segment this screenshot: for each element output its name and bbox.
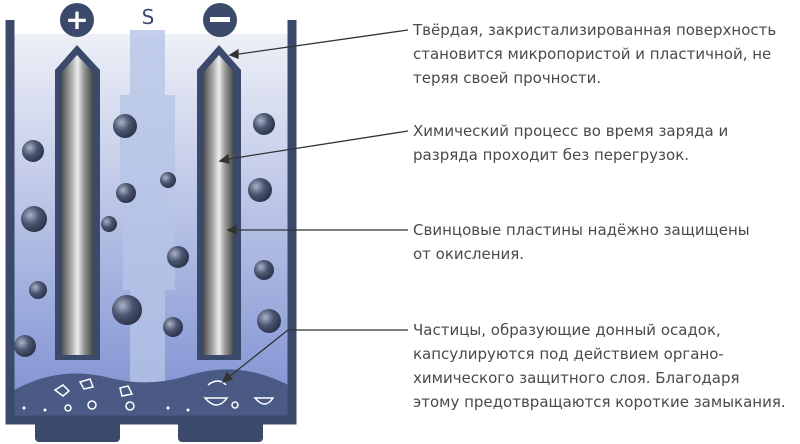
negative-plate — [197, 45, 241, 360]
callout-process: Химический процесс во время заряда и раз… — [413, 122, 729, 164]
plus-icon: + — [65, 3, 88, 36]
callout-sediment: Частицы, образующие донный осадок, капсу… — [413, 321, 786, 411]
particles — [14, 113, 281, 357]
positive-terminal — [60, 3, 94, 37]
separator-label: S — [142, 5, 155, 29]
minus-icon — [210, 17, 230, 22]
callout-plates: Свинцовые пластины надёжно защищены от о… — [413, 221, 750, 263]
container — [5, 20, 297, 425]
leader-lines — [218, 29, 409, 384]
foot-left — [35, 420, 120, 442]
positive-plate — [55, 45, 100, 360]
callout-surface: Твёрдая, закристализированная поверхност… — [413, 21, 777, 87]
foot-right — [178, 420, 263, 442]
sediment-particles — [53, 378, 275, 412]
